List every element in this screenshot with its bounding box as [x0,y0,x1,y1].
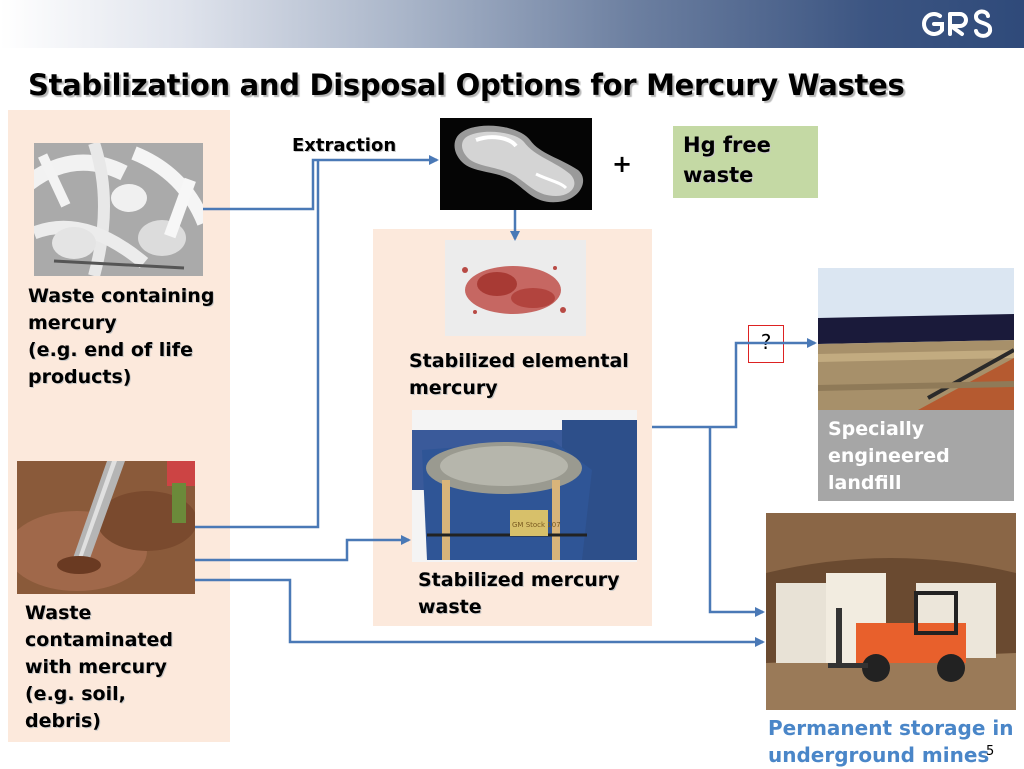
arrow-soil-to-mine [195,578,765,647]
page-number: 5 [986,744,995,759]
stabilized-drums-image: GM Stock 107 [412,410,637,562]
label-line: waste [683,163,754,187]
label-line: mercury [28,312,117,334]
label-line: (e.g. end of life [28,339,193,361]
stabilized-waste-label: Stabilized mercury waste [418,567,620,621]
underground-mine-image [766,513,1016,710]
label-line: underground mines [768,743,990,767]
plus-sign: + [612,150,633,178]
label-line: engineered [828,445,950,467]
contaminated-soil-label: Waste contaminated with mercury (e.g. so… [25,600,173,735]
grs-logo [920,6,998,42]
waste-products-label: Waste containing mercury (e.g. end of li… [28,283,214,391]
arrow-lamps-to-extraction [203,155,439,211]
label-line: Specially [828,418,925,440]
stabilized-elemental-label: Stabilized elemental mercury [409,348,629,402]
label-line: Permanent storage in [768,716,1014,740]
contaminated-soil-image [17,461,195,594]
arrow-stabilized-to-mine [708,427,765,617]
liquid-mercury-image [440,118,592,210]
label-line: Waste containing [28,285,215,307]
label-line: Stabilized mercury [418,569,620,591]
landfill-label-box: Specially engineered landfill [818,410,1014,501]
label-line: products) [28,366,132,388]
label-line: landfill [828,472,902,494]
label-line: contaminated [25,629,173,651]
label-line: mercury [409,377,498,399]
arrow-soil-to-extraction [195,160,320,529]
extraction-label: Extraction [292,135,397,156]
label-line: waste [418,596,482,618]
arrow-stabilized-to-landfill [652,338,817,429]
page-title: Stabilization and Disposal Options for M… [28,68,905,102]
drum-tag: GM Stock 107 [512,521,561,529]
header-bar [0,0,1024,48]
stabilized-powder-image [445,240,586,336]
lamps-image [34,143,203,276]
label-line: with mercury [25,656,167,678]
mine-label: Permanent storage in underground mines [768,715,1014,769]
label-line: Waste [25,602,92,624]
label-line: debris) [25,710,101,732]
hg-free-waste-box: Hg free waste [673,126,818,198]
landfill-image [818,268,1014,410]
label-line: (e.g. soil, [25,683,126,705]
label-line: Stabilized elemental [409,350,629,372]
label-line: Hg free [683,133,771,157]
arrow-soil-to-stabilized-waste [195,535,411,562]
